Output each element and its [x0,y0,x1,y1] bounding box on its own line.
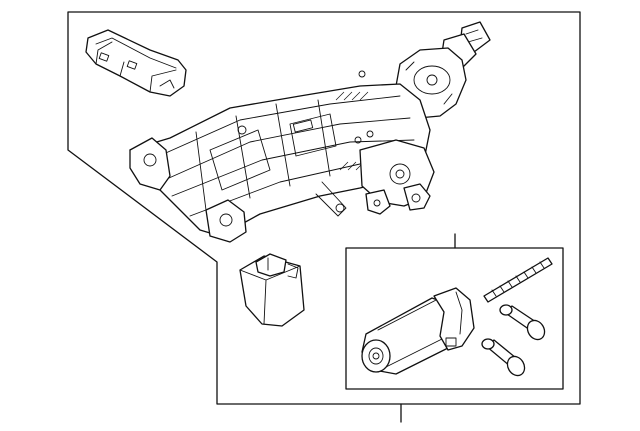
trim-bracket [85,29,187,97]
steering-column-assembly [129,21,491,243]
assembly-frame [67,11,581,405]
control-module [239,253,305,327]
threaded-rod [483,257,553,303]
pin-lower [481,338,526,377]
adjustment-motor [361,287,475,375]
pin-upper [499,304,546,341]
